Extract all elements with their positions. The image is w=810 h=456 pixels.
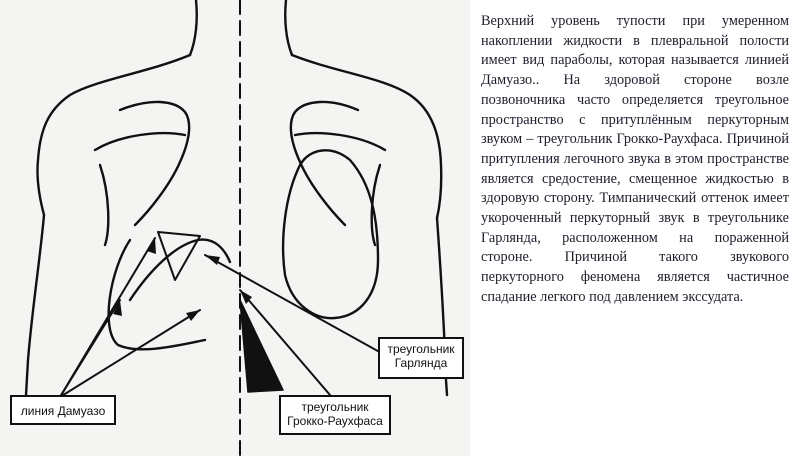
grokko-label-line1: треугольник [301,400,369,414]
neck-outline [188,0,198,57]
damuazo-label-text: линия Дамуазо [20,404,106,418]
left-scapula-inner [98,163,110,247]
right-scapula [289,100,360,227]
arrowheads [113,238,252,321]
garland-label-line2: Гарлянда [394,356,448,370]
left-lung-outline [107,238,207,351]
grokko-label-line2: Грокко-Раухфаса [287,414,383,428]
left-scapula-spine [93,132,187,152]
garland-triangle [157,231,201,281]
grokko-triangle [239,299,284,393]
anatomy-figure: линия Дамуазо треугольник Грокко-Раухфас… [0,0,470,456]
right-scapula-spine [293,132,387,152]
right-scapula-inner [370,163,382,247]
grokko-label: треугольник Грокко-Раухфаса [279,395,391,435]
damuazo-label: линия Дамуазо [10,395,116,425]
neck-outline-right [284,0,294,57]
arrows [59,237,386,398]
right-shoulder-outline [290,53,443,220]
description-text: Верхний уровень тупости при умеренном на… [481,12,789,308]
right-lung-outline [281,149,380,320]
left-scapula [118,100,191,227]
left-side-outline [24,213,46,397]
garland-label-line1: треугольник [387,342,455,356]
left-shoulder-outline [36,53,192,217]
description-paragraph: Верхний уровень тупости при умеренном на… [481,13,789,305]
garland-label: треугольник Гарлянда [378,337,464,379]
thorax-diagram [24,0,449,456]
